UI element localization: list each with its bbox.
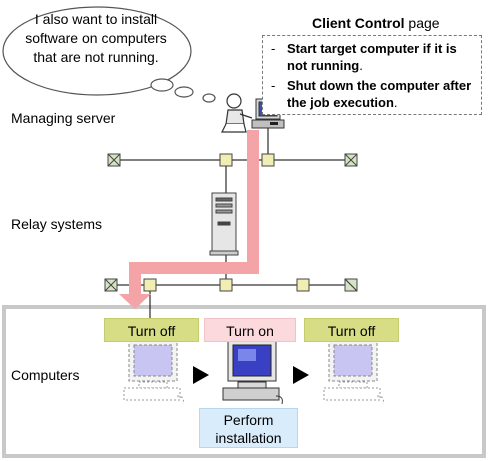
client-control-options: - Start target computer if it is not run… xyxy=(262,35,482,115)
relay-server-icon xyxy=(209,192,239,256)
terminator-node xyxy=(344,153,358,167)
option-item: - Shut down the computer after the job e… xyxy=(271,78,472,110)
option-text: Shut down the computer after the job exe… xyxy=(287,78,472,110)
status-turn-on: Turn on xyxy=(204,318,296,342)
status-turn-off-left: Turn off xyxy=(104,318,199,342)
computers-group-frame xyxy=(2,305,486,458)
connection-node xyxy=(143,278,157,292)
perform-installation-box: Perform installation xyxy=(199,408,298,448)
connection-node xyxy=(219,278,233,292)
administrator-person-icon xyxy=(221,93,253,133)
flow-arrow xyxy=(119,130,259,309)
terminator-node xyxy=(344,278,358,292)
connection-node xyxy=(261,153,275,167)
terminator-node xyxy=(107,153,121,167)
client-control-title: Client Control page xyxy=(312,15,440,31)
bubble-text: I also want to install software on compu… xyxy=(25,11,167,65)
computer-on-icon xyxy=(222,340,283,405)
sequence-arrow-icon xyxy=(193,366,209,384)
connection-node xyxy=(219,153,233,167)
managing-server-label: Managing server xyxy=(11,110,116,126)
thought-bubble xyxy=(2,6,216,103)
option-text: Start target computer if it is not runni… xyxy=(287,41,457,73)
sequence-arrow-icon xyxy=(293,366,309,384)
computer-off-left-icon xyxy=(123,340,184,405)
relay-systems-label: Relay systems xyxy=(11,216,103,232)
option-item: - Start target computer if it is not run… xyxy=(271,41,457,73)
computers-label: Computers xyxy=(11,367,80,383)
status-turn-off-right: Turn off xyxy=(304,318,399,342)
computer-off-right-icon xyxy=(323,340,384,405)
terminator-node xyxy=(104,278,118,292)
client-control-title-rest: page xyxy=(404,15,440,31)
client-control-title-bold: Client Control xyxy=(312,15,405,31)
connection-node xyxy=(296,278,310,292)
